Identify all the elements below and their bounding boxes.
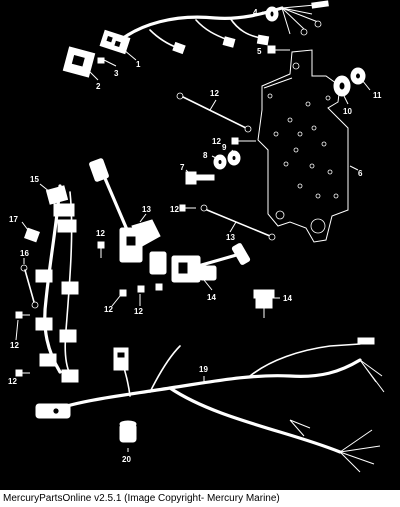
callout-2: 2 — [96, 82, 101, 91]
callout-13-lower: 13 — [226, 233, 235, 242]
part-12-screw-plate — [231, 137, 256, 145]
part-11-bushing — [350, 67, 366, 85]
part-4-grommet — [265, 6, 279, 22]
callout-7: 7 — [180, 163, 185, 172]
callout-12-bottom-left: 12 — [8, 377, 17, 386]
callout-12-strap: 12 — [170, 205, 179, 214]
part-15-spark-plug — [253, 289, 275, 318]
callout-13-upper: 12 — [210, 89, 219, 98]
callout-1: 1 — [136, 60, 141, 69]
part-19-engine-harness — [35, 337, 385, 473]
callout-16: 15 — [30, 175, 39, 184]
part-9-washer — [227, 150, 241, 166]
callout-14-upper: 13 — [142, 205, 151, 214]
callout-17: 16 — [20, 249, 29, 258]
part-18-clip — [24, 227, 40, 243]
callout-15: 14 — [283, 294, 292, 303]
callout-10: 10 — [343, 107, 352, 116]
callout-12-left-lower: 12 — [104, 305, 113, 314]
part-10-grommet — [333, 75, 351, 97]
part-5-screw — [267, 45, 290, 54]
part-13-ground-strap-upper — [176, 92, 252, 133]
part-20-cap — [119, 420, 137, 443]
part-16-harness-assembly — [35, 184, 79, 383]
callout-6: 6 — [358, 169, 363, 178]
part-14-ignition-coil-lower — [171, 243, 251, 283]
callout-12-coil-upper: 12 — [96, 229, 105, 238]
callout-18: 17 — [9, 215, 18, 224]
callout-12-plate: 12 — [212, 137, 221, 146]
part-14-ignition-coil-upper — [89, 158, 167, 275]
part-3-terminal — [97, 57, 105, 64]
exploded-parts-diagram: 1 2 3 4 5 6 7 8 9 10 11 12 12 12 12 12 1… — [8, 0, 385, 473]
callout-12-coil-lower: 12 — [134, 307, 143, 316]
part-12-screw-center — [97, 204, 196, 297]
callout-12-left-upper: 12 — [10, 341, 19, 350]
callout-9: 9 — [222, 143, 227, 152]
callout-5: 5 — [257, 47, 262, 56]
callout-11: 11 — [373, 91, 382, 100]
part-8-washer — [213, 154, 227, 170]
part-12-screw-left — [15, 311, 30, 377]
callout-19: 19 — [199, 365, 208, 374]
part-7-bolt — [185, 171, 215, 185]
callout-3: 3 — [114, 69, 119, 78]
part-2-connector — [62, 46, 96, 78]
callout-14-lower: 14 — [207, 293, 216, 302]
part-17-ground-wire — [20, 264, 39, 309]
part-6-mounting-plate — [257, 49, 349, 243]
copyright-footer: MercuryPartsOnline v2.5.1 (Image Copyrig… — [0, 490, 400, 507]
part-13-ground-strap-lower — [200, 204, 276, 241]
callouts: 1 2 3 4 5 6 7 8 9 10 11 12 12 12 12 12 1… — [8, 8, 382, 464]
callout-20: 20 — [122, 455, 131, 464]
callout-8: 8 — [203, 151, 208, 160]
callout-4: 4 — [253, 8, 258, 17]
part-1-wire-harness — [99, 0, 329, 55]
